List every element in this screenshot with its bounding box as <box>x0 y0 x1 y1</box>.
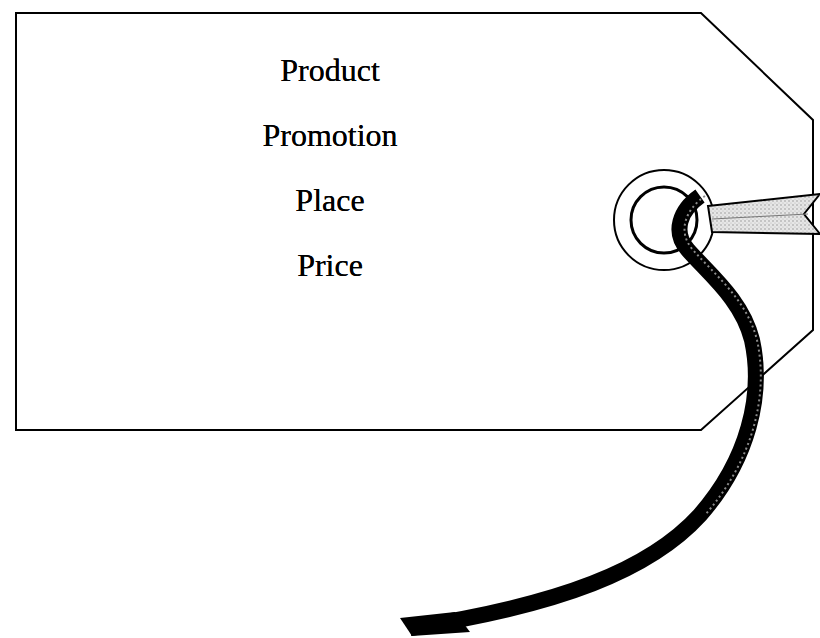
tag-item: Place <box>15 180 645 220</box>
price-tag: ProductPromotionPlacePrice <box>15 12 815 432</box>
tag-outline-path <box>16 13 813 430</box>
string-end <box>400 612 470 636</box>
tag-item: Price <box>15 245 645 285</box>
tag-item: Product <box>15 50 645 90</box>
tag-outline <box>15 12 815 432</box>
tag-item: Promotion <box>15 115 645 155</box>
